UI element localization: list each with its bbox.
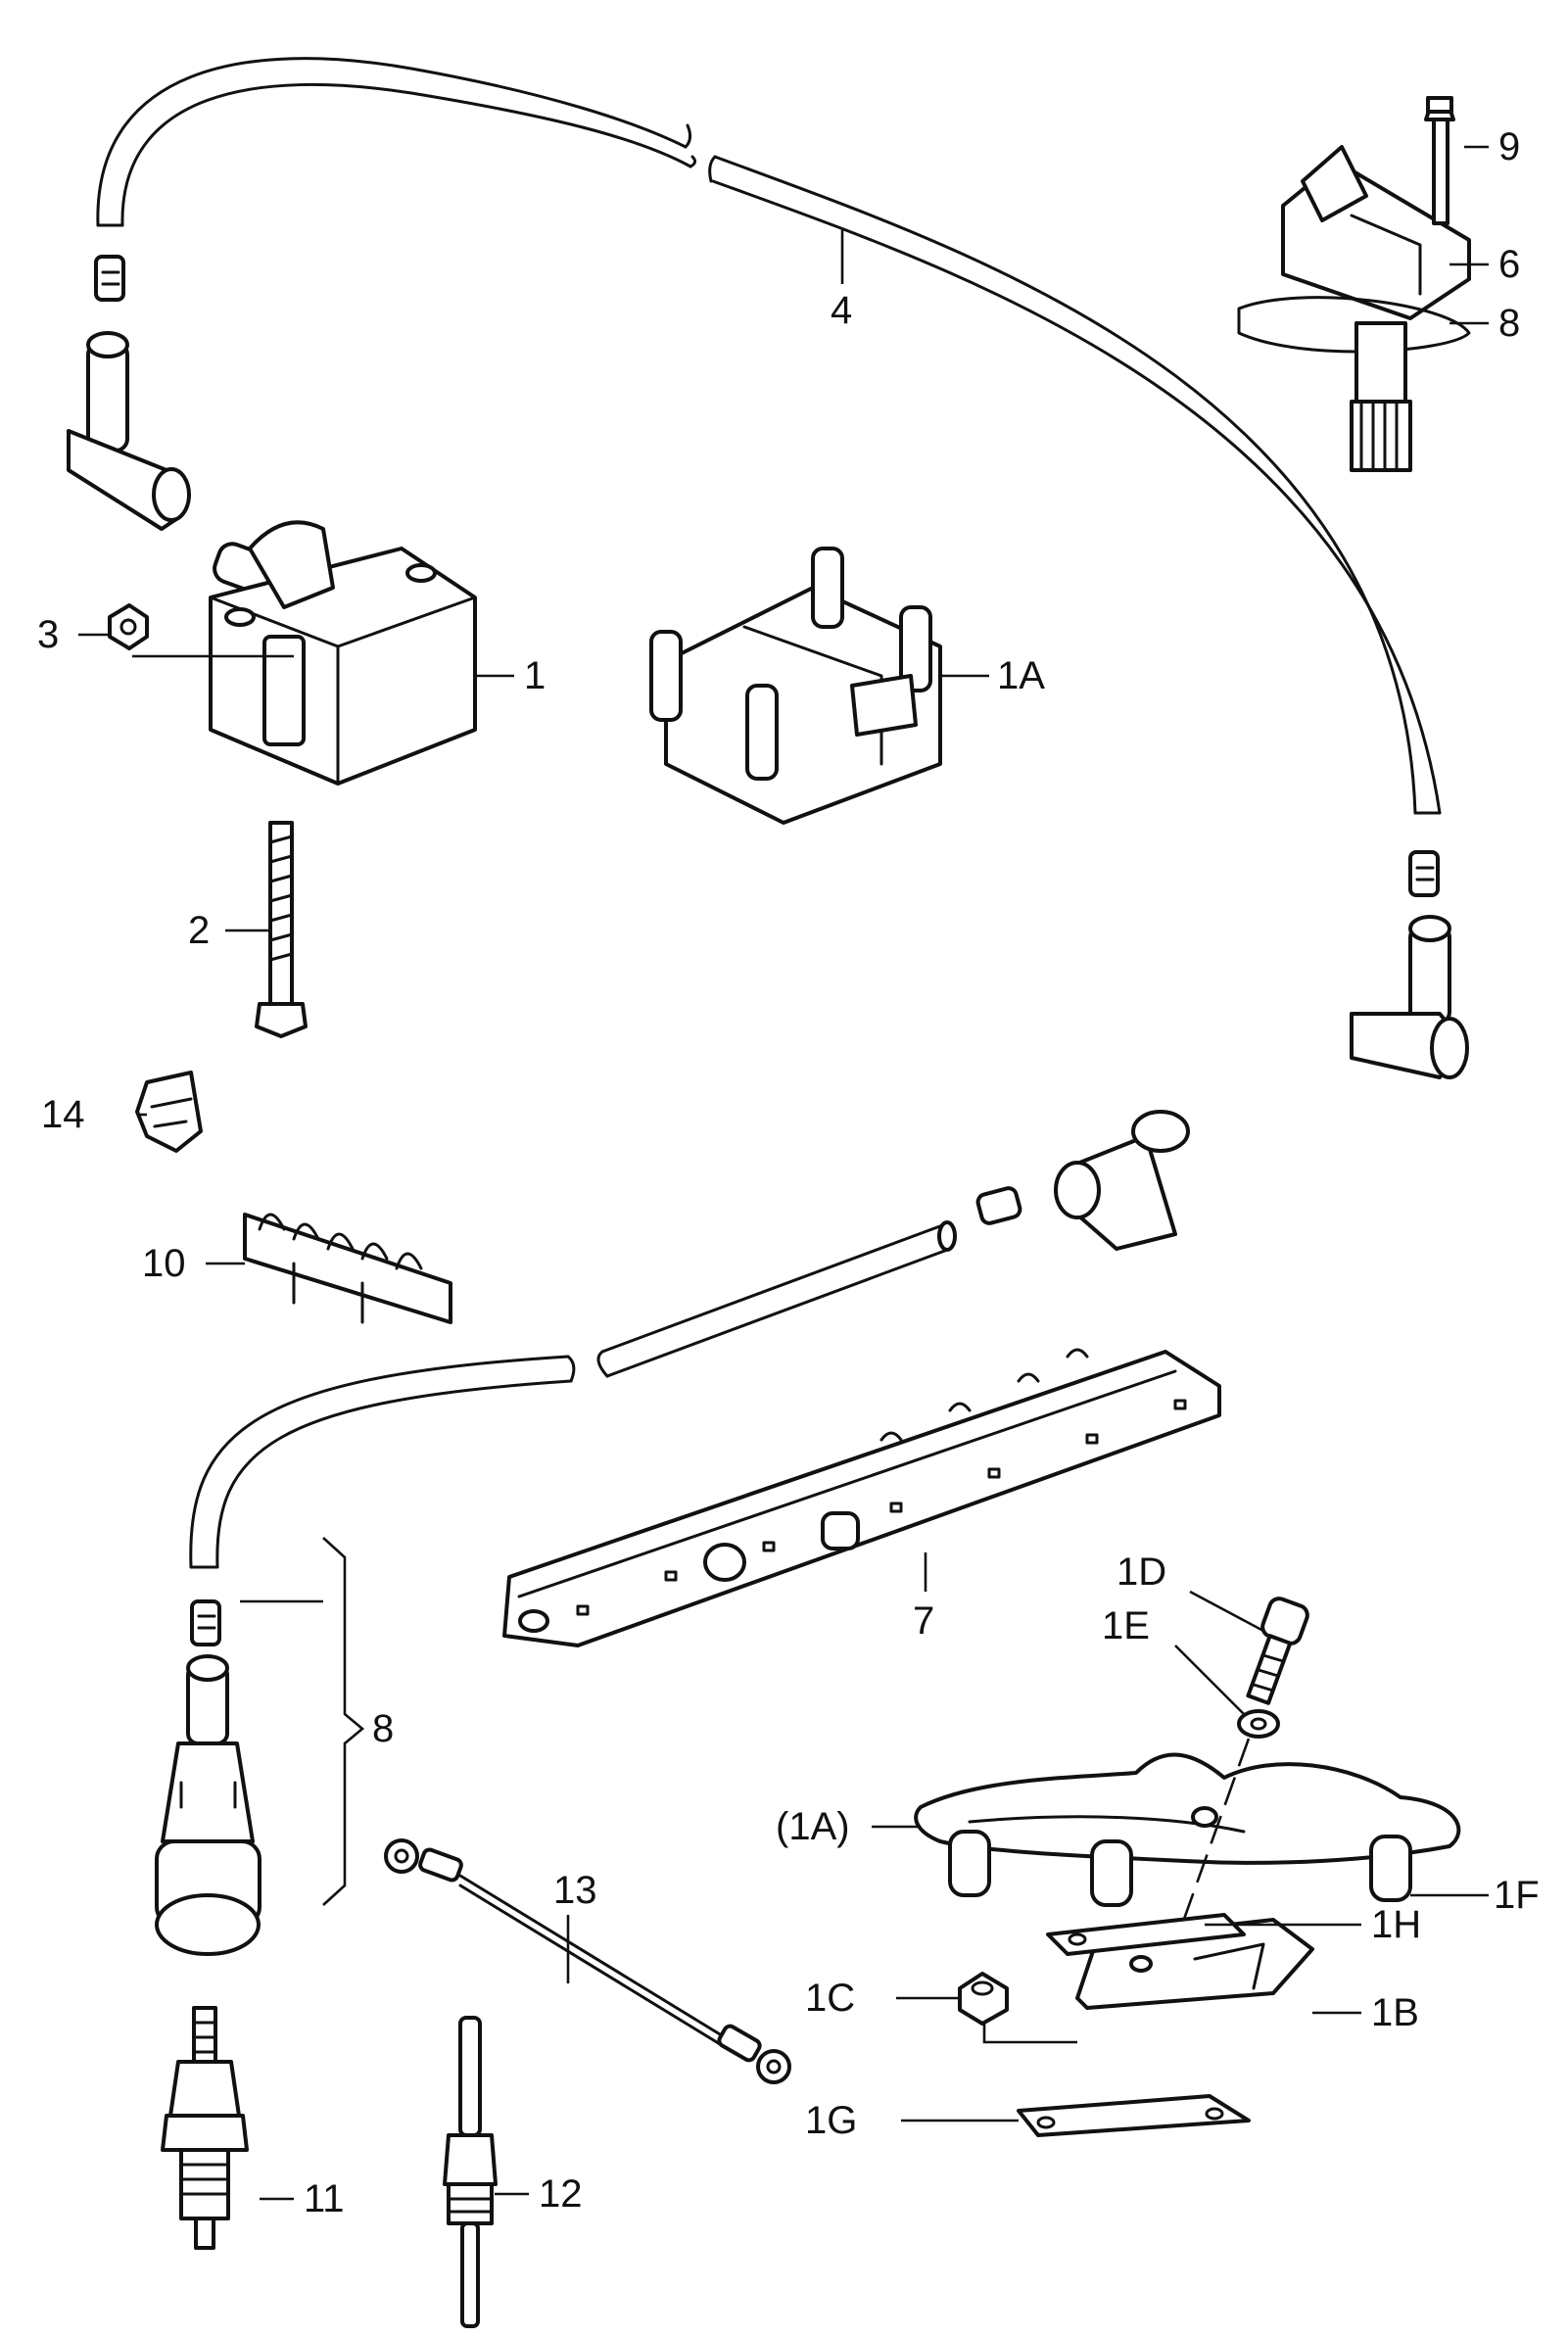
bracket-8 <box>322 1537 365 1906</box>
callout-1a: 1A <box>997 654 1045 697</box>
callout-8-bracket: 8 <box>372 1707 394 1750</box>
callout-1b: 1B <box>1371 1991 1419 2034</box>
callout-4: 4 <box>831 289 852 332</box>
callout-1g: 1G <box>805 2099 857 2142</box>
spark-plug-11 <box>161 2006 249 2250</box>
ignition-lead-lower <box>189 1220 957 1569</box>
coil-pack-1a <box>649 547 942 825</box>
callout-2: 2 <box>188 909 210 952</box>
bolt-1d <box>1246 1597 1309 1705</box>
lead-connector-right <box>1350 915 1469 1079</box>
callout-1a-paren: (1A) <box>776 1805 850 1848</box>
wire-holder-10 <box>243 1213 452 1324</box>
callout-8-top: 8 <box>1498 302 1520 345</box>
callout-14: 14 <box>41 1093 85 1136</box>
ignition-rail-7 <box>502 1348 1221 1647</box>
earth-strap-13 <box>384 1838 791 2084</box>
plate-1h <box>1046 1913 1246 1956</box>
ignition-lead-upper <box>96 57 1442 815</box>
glow-plug-12 <box>443 2016 498 2328</box>
lead-grommet-top <box>94 255 125 302</box>
spark-plug-connector <box>155 1654 261 1956</box>
callout-11: 11 <box>304 2177 345 2220</box>
callout-1f: 1F <box>1494 1874 1540 1917</box>
callout-13: 13 <box>553 1869 597 1912</box>
callout-6: 6 <box>1498 243 1520 286</box>
lead-grommet-right <box>1408 850 1440 897</box>
ignition-coil <box>209 520 477 786</box>
nut-3 <box>108 603 149 650</box>
callout-1c: 1C <box>805 1977 855 2020</box>
callout-1e: 1E <box>1102 1604 1150 1647</box>
callout-9: 9 <box>1498 125 1520 168</box>
grommet-lower-left <box>190 1599 221 1646</box>
callout-1d: 1D <box>1117 1550 1166 1594</box>
callout-10: 10 <box>142 1242 186 1285</box>
leader-lines <box>78 145 1489 2201</box>
washer-1e <box>1237 1709 1280 1739</box>
callout-labels: 9 6 8 4 1 1A 3 2 14 10 7 8 1D 1E (1A) 1F… <box>37 125 1540 2220</box>
callout-7: 7 <box>913 1599 934 1643</box>
lead-connector-mid <box>975 1110 1190 1251</box>
lead-connector-top-left <box>67 331 191 531</box>
nut-1c <box>958 1972 1009 2026</box>
coil-6-assembly <box>1237 96 1471 472</box>
coil-pack-1a-lower <box>914 1752 1461 1907</box>
clip-14 <box>135 1071 203 1153</box>
callout-1: 1 <box>524 654 546 697</box>
plate-1g <box>1017 2094 1251 2137</box>
bolt-2 <box>255 821 308 1038</box>
callout-12: 12 <box>539 2172 583 2216</box>
callout-3: 3 <box>37 613 59 656</box>
callout-1h: 1H <box>1371 1903 1421 1946</box>
